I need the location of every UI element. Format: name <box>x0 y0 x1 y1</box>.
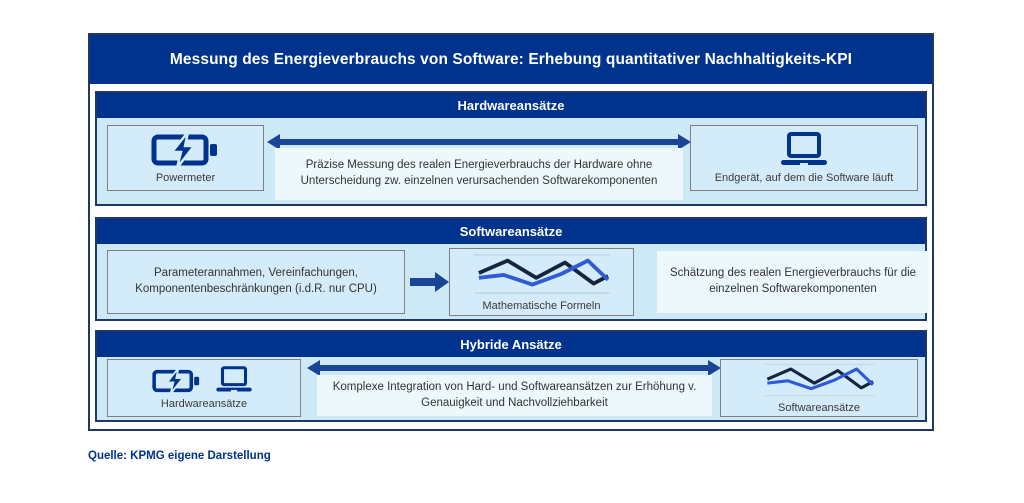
software-description-text: Schätzung des realen Energieverbrauchs f… <box>669 267 917 295</box>
line-chart-icon <box>473 254 610 294</box>
arrow-shaft <box>318 365 710 371</box>
arrow-head-left-icon <box>267 134 280 150</box>
line-chart-icon <box>763 363 875 397</box>
section-hardware-header: Hardwareansätze <box>97 93 925 118</box>
section-software-body: Parameterannahmen, Vereinfachungen, Komp… <box>97 244 929 319</box>
source-note: Quelle: KPMG eigene Darstellung <box>88 450 271 462</box>
section-software-header: Softwareansätze <box>97 219 925 244</box>
formulas-label: Mathematische Formeln <box>482 299 601 312</box>
software-description-box: Schätzung des realen Energieverbrauchs f… <box>657 251 929 313</box>
arrow-head-right-icon <box>435 272 449 292</box>
section-hybrid: Hybride Ansätze <box>95 330 927 422</box>
hybrid-description-text: Komplexe Integration von Hard- und Softw… <box>332 380 697 409</box>
hybrid-hardware-box: Hardwareansätze <box>107 359 301 417</box>
device-label: Endgerät, auf dem die Software läuft <box>714 171 894 184</box>
title-bar: Messung des Energieverbrauchs von Softwa… <box>90 35 932 84</box>
section-software: Softwareansätze Parameterannahmen, Verei… <box>95 217 929 321</box>
section-software-title: Softwareansätze <box>459 224 563 239</box>
device-box: Endgerät, auf dem die Software läuft <box>690 125 918 191</box>
arrow-head-right-icon <box>708 360 721 376</box>
hardware-icons-row <box>151 366 257 394</box>
page-title: Messung des Energieverbrauchs von Softwa… <box>169 50 853 68</box>
right-arrow-software <box>410 272 449 292</box>
hybrid-hardware-label: Hardwareansätze <box>160 397 248 410</box>
arrow-shaft <box>410 278 436 286</box>
arrow-head-right-icon <box>678 134 691 150</box>
parameters-box: Parameterannahmen, Vereinfachungen, Komp… <box>107 250 405 314</box>
section-hardware: Hardwareansätze Powermeter <box>95 91 927 206</box>
arrow-shaft <box>278 139 680 145</box>
powermeter-box: Powermeter <box>107 125 264 191</box>
section-hardware-body: Powermeter Präzise Messung des realen En… <box>97 118 925 204</box>
battery-bolt-icon <box>151 367 199 394</box>
powermeter-label: Powermeter <box>155 171 216 184</box>
parameters-text: Parameterannahmen, Vereinfachungen, Komp… <box>135 267 377 295</box>
section-hardware-title: Hardwareansätze <box>457 98 565 113</box>
hardware-description-text: Präzise Messung des realen Energieverbra… <box>300 159 658 187</box>
battery-bolt-icon <box>151 131 217 168</box>
arrow-head-left-icon <box>307 360 320 376</box>
hybrid-software-label: Softwareansätze <box>778 401 860 414</box>
section-hybrid-header: Hybride Ansätze <box>97 332 925 357</box>
hybrid-software-box: Softwareansätze <box>720 359 918 417</box>
section-hybrid-title: Hybride Ansätze <box>460 337 562 352</box>
laptop-icon <box>781 131 827 165</box>
section-hybrid-body: Hardwareansätze Komplexe Integration von… <box>97 357 925 420</box>
laptop-icon <box>215 366 252 392</box>
hybrid-description-box: Komplexe Integration von Hard- und Softw… <box>317 375 712 416</box>
hardware-description-box: Präzise Messung des realen Energieverbra… <box>275 148 683 200</box>
bidirectional-arrow-hybrid <box>307 360 721 376</box>
diagram-frame: Messung des Energieverbrauchs von Softwa… <box>88 33 934 431</box>
formulas-box: Mathematische Formeln <box>449 248 634 316</box>
bidirectional-arrow-hardware <box>267 134 691 150</box>
